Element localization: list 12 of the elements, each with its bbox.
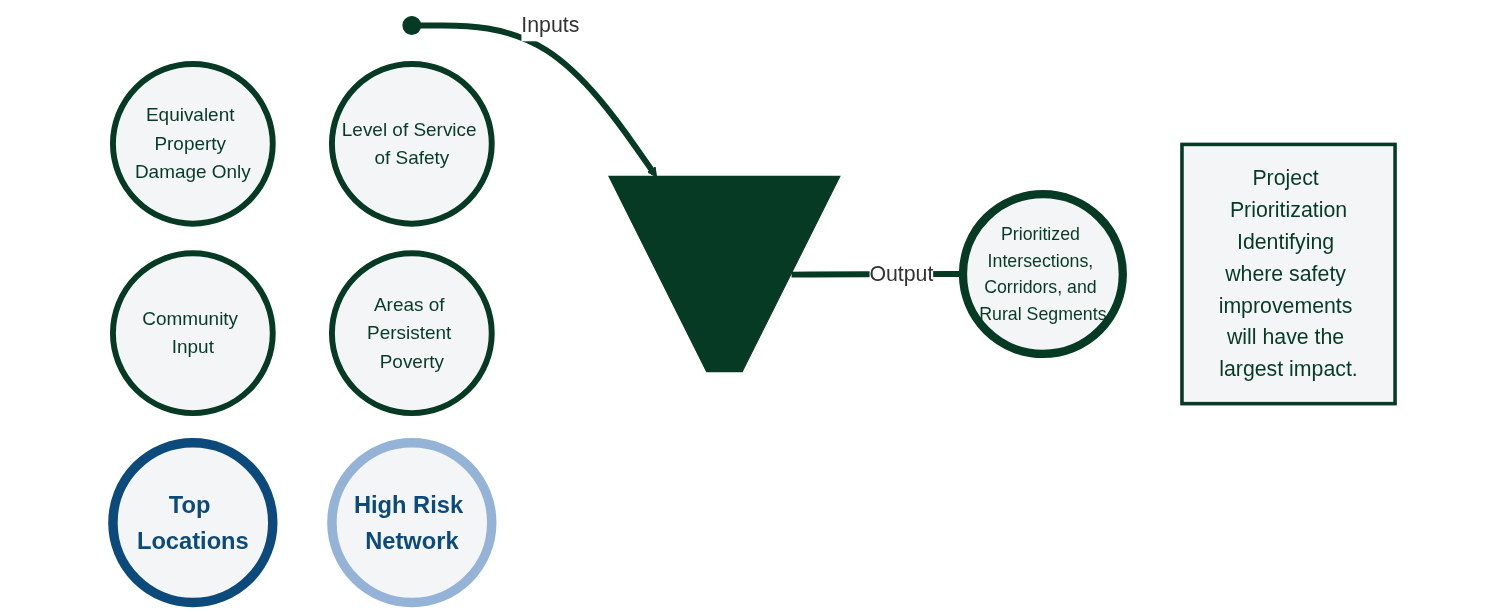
node-circle: Level of Service of Safety: [329, 60, 495, 227]
node-circle: Community Input: [110, 250, 276, 417]
edge-label: Output: [869, 261, 934, 286]
node-circle: Areas of Persistent Poverty: [329, 250, 495, 417]
node-circle: [402, 16, 422, 35]
node-box: Project Prioritization Identifying where safety improvements will have the largest impact.: [1180, 142, 1397, 406]
node-trapezoid: [608, 175, 841, 373]
edge-label: Inputs: [521, 13, 580, 37]
node-circle: Top Locations: [108, 438, 278, 608]
node-circle: High Risk Network: [327, 438, 497, 608]
node-circle: Prioritized Intersections, Corridors, and Rural Segments: [958, 190, 1127, 359]
node-circle: Equivalent Property Damage Only: [110, 60, 276, 227]
